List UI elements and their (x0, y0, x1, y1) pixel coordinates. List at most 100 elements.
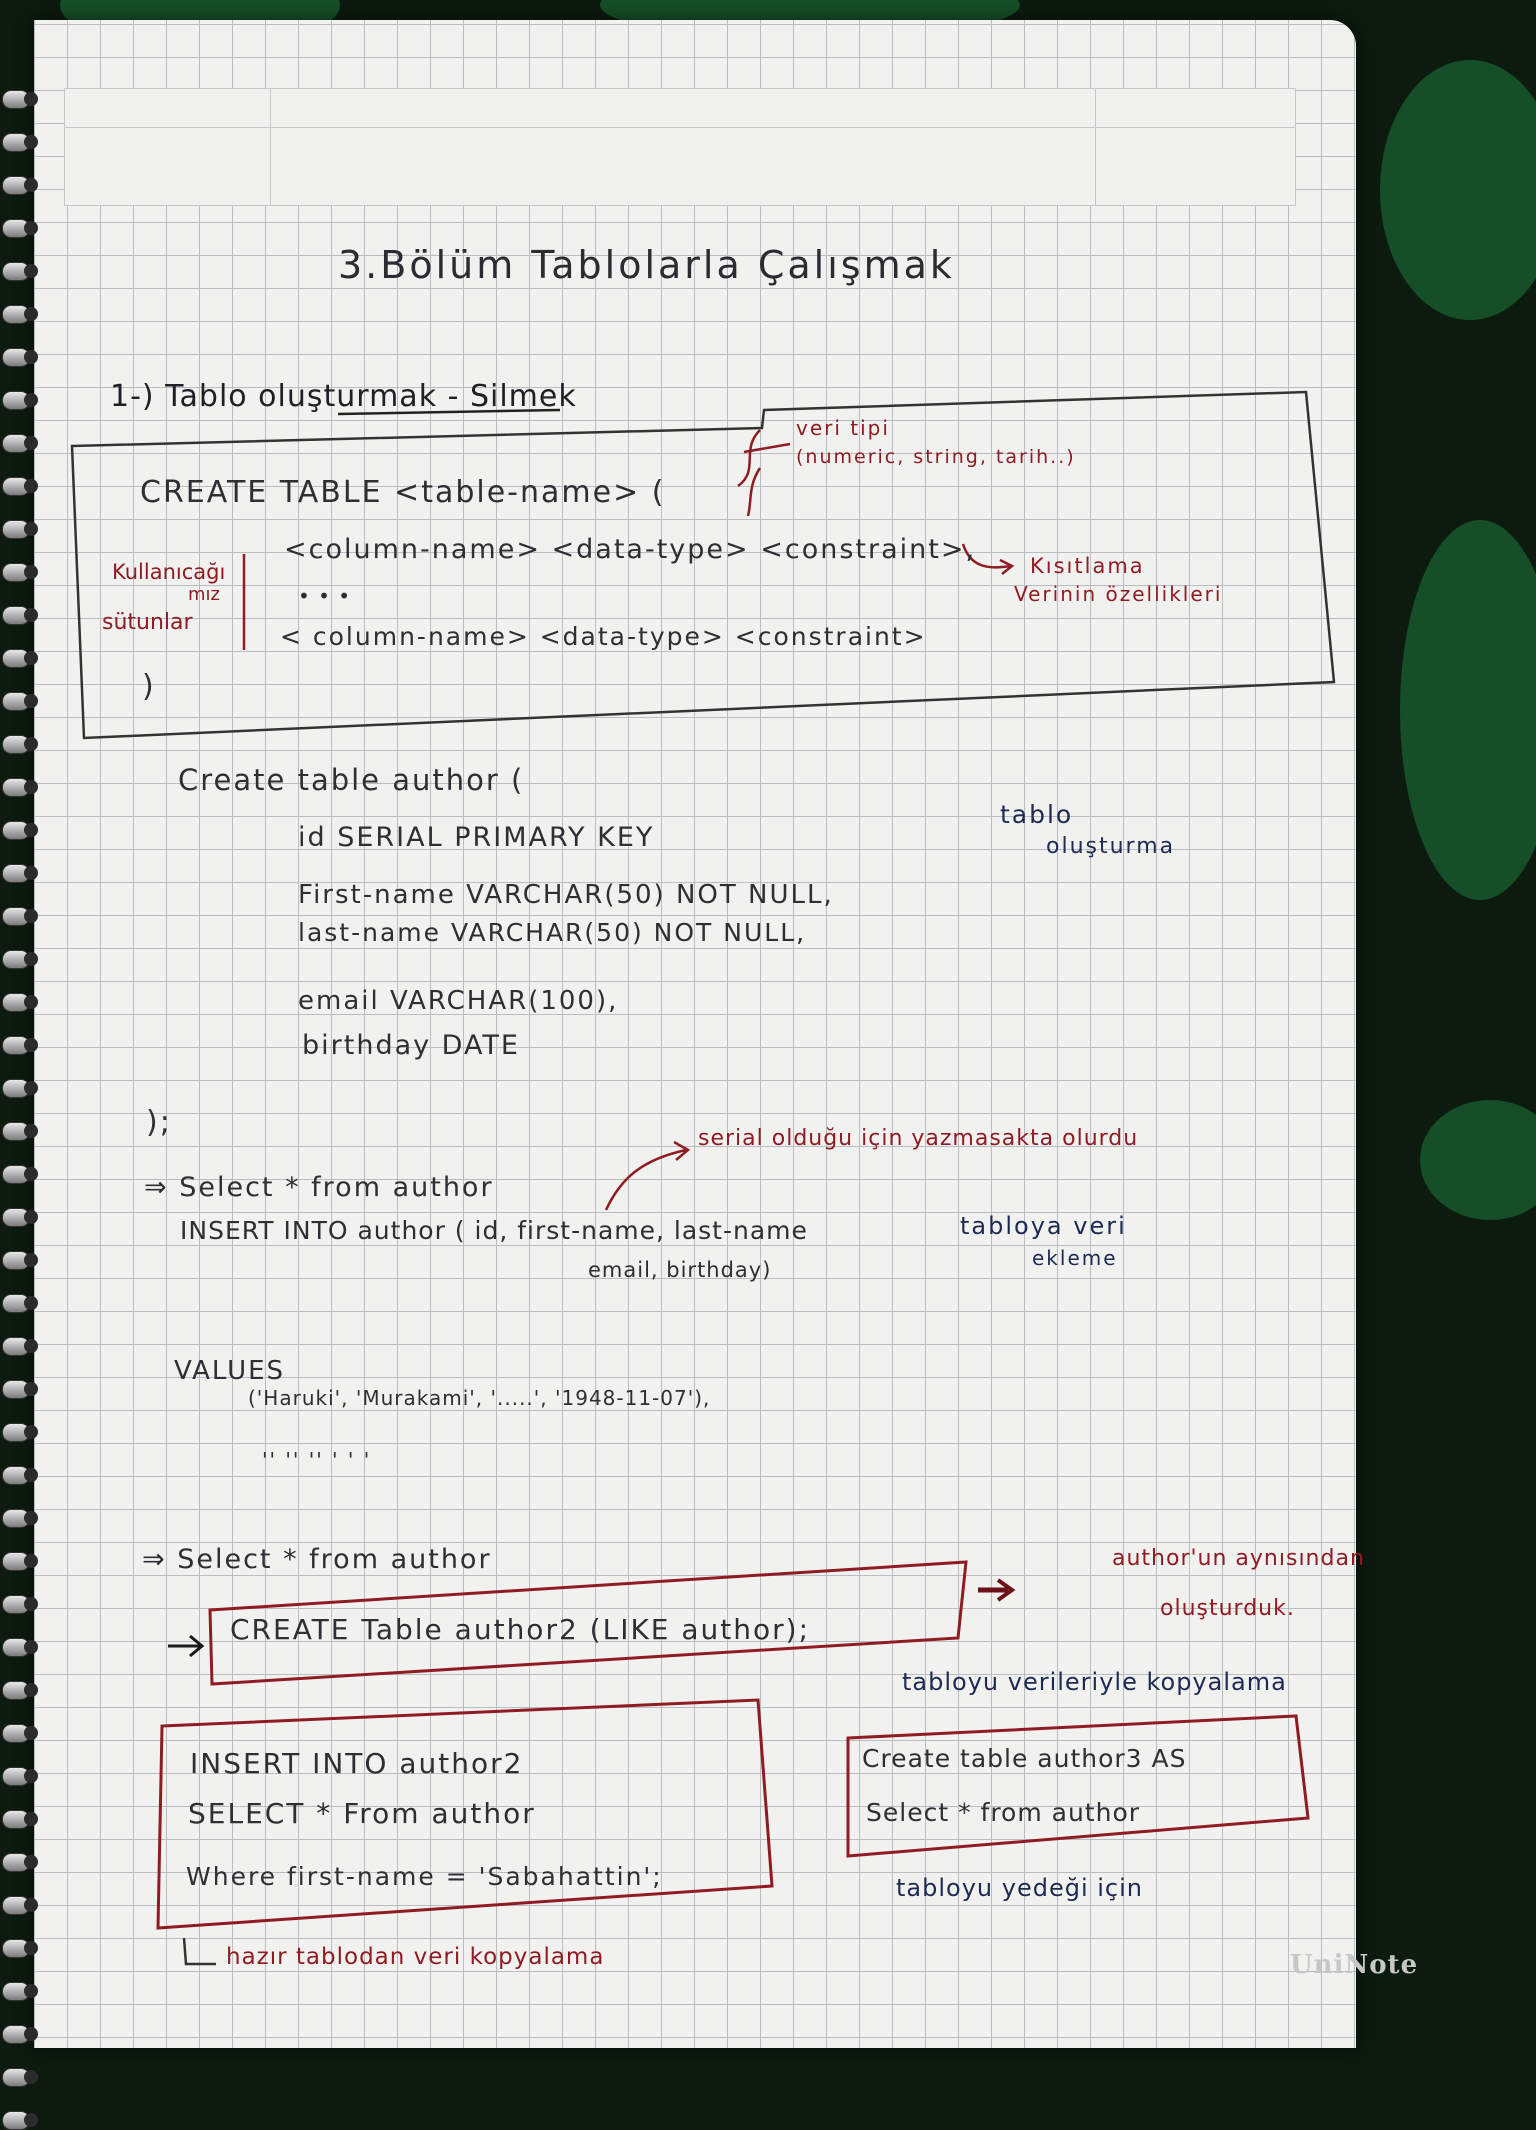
column-definition-line2: < column-name> <data-type> <constraint> (280, 622, 927, 651)
insert-note-line1: tabloya veri (960, 1212, 1127, 1240)
datatype-note-line1: veri tipi (796, 416, 890, 440)
spiral-hole (24, 221, 38, 235)
like-copy-frame (168, 1560, 1016, 1686)
spiral-hole (24, 1726, 38, 1740)
chapter-title: 3.Bölüm Tablolarla Çalışmak (338, 243, 955, 287)
spiral-hole (24, 1855, 38, 1869)
spiral-hole (24, 565, 38, 579)
spiral-hole (24, 1339, 38, 1353)
spiral-hole (24, 1898, 38, 1912)
spiral-hole (24, 479, 38, 493)
side-label-line2: mız (188, 584, 220, 605)
spiral-hole (24, 1812, 38, 1826)
copy-with-data-line2: Select * from author (866, 1798, 1141, 1827)
spiral-hole (24, 1511, 38, 1525)
spiral-hole (24, 393, 38, 407)
like-copy-note-line1: author'un aynısından (1112, 1546, 1365, 1571)
field-first-name: First-name VARCHAR(50) NOT NULL, (298, 880, 834, 910)
copy-with-data-line1: Create table author3 AS (862, 1744, 1187, 1773)
field-birthday: birthday DATE (302, 1030, 520, 1061)
values-row: ('Haruki', 'Murakami', '.....', '1948-11… (248, 1386, 711, 1410)
spiral-hole (24, 1769, 38, 1783)
spiral-hole (24, 92, 38, 106)
notebook-page (34, 20, 1356, 2048)
serial-note: serial olduğu için yazmasakta olurdu (698, 1126, 1139, 1151)
spiral-hole (24, 1941, 38, 1955)
values-ditto-row: '' '' '' ' ' ' (262, 1448, 372, 1472)
spiral-hole (24, 1382, 38, 1396)
spiral-hole (24, 307, 38, 321)
datatype-note-line2: (numeric, string, tarih..) (796, 446, 1076, 468)
create-note-line1: tablo (1000, 800, 1074, 829)
spiral-hole (24, 436, 38, 450)
create-author-open: Create table author ( (178, 763, 525, 797)
copy-with-data-caption: tabloyu yedeği için (896, 1874, 1143, 1902)
create-table-syntax: CREATE TABLE <table-name> ( (140, 475, 666, 510)
copy-with-data-heading: tabloyu verileriyle kopyalama (902, 1668, 1287, 1696)
spiral-hole (24, 1554, 38, 1568)
spiral-hole (24, 1038, 38, 1052)
spiral-hole (24, 1081, 38, 1095)
insert-select-line2: SELECT * From author (188, 1797, 536, 1830)
field-last-name: last-name VARCHAR(50) NOT NULL, (298, 918, 807, 947)
spiral-hole (24, 2070, 38, 2084)
spiral-hole (24, 350, 38, 364)
uninote-watermark: UniNote (1290, 1950, 1419, 1980)
side-label-line1: Kullanıcağı (112, 560, 226, 584)
spiral-hole (24, 737, 38, 751)
create-note-line2: oluşturma (1046, 834, 1176, 859)
spiral-hole (24, 1468, 38, 1482)
spiral-hole (24, 1640, 38, 1654)
insert-select-caption: hazır tablodan veri kopyalama (226, 1944, 605, 1970)
spiral-hole (24, 1210, 38, 1224)
field-email: email VARCHAR(100), (298, 986, 619, 1016)
spiral-hole (24, 135, 38, 149)
spiral-hole (24, 2113, 38, 2127)
spiral-hole (24, 1124, 38, 1138)
ellipsis: • • • (298, 584, 352, 608)
syntax-close-paren: ) (142, 669, 156, 704)
spiral-hole (24, 1683, 38, 1697)
insert-note-line2: ekleme (1032, 1246, 1118, 1270)
spiral-hole (24, 866, 38, 880)
syntax-box-frame (70, 390, 1336, 740)
spiral-hole (24, 694, 38, 708)
spiral-hole (24, 178, 38, 192)
spiral-hole (24, 823, 38, 837)
spiral-hole (24, 1253, 38, 1267)
serial-note-arrow (604, 1140, 691, 1211)
spiral-hole (24, 1167, 38, 1181)
insert-select-frame (156, 1698, 774, 1966)
insert-select-line3: Where first-name = 'Sabahattin'; (186, 1862, 663, 1891)
spiral-hole (24, 2027, 38, 2041)
side-label-line3: sütunlar (102, 610, 193, 635)
insert-statement-line2: email, birthday) (588, 1258, 772, 1282)
spiral-hole (24, 1984, 38, 1998)
section-heading: 1-) Tablo oluşturmak - Silmek (110, 379, 577, 414)
spiral-hole (24, 1597, 38, 1611)
field-id: id SERIAL PRIMARY KEY (298, 822, 655, 853)
like-copy-statement: CREATE Table author2 (LIKE author); (230, 1613, 811, 1646)
select-statement-2: ⇒ Select * from author (142, 1544, 492, 1575)
create-author-close: ); (146, 1105, 172, 1140)
page-header-band (64, 88, 1296, 206)
spiral-hole (24, 952, 38, 966)
spiral-hole (24, 264, 38, 278)
like-copy-note-line2: oluşturduk. (1160, 1596, 1295, 1621)
values-keyword: VALUES (174, 1356, 286, 1386)
spiral-hole (24, 995, 38, 1009)
column-definition-line1: <column-name> <data-type> <constraint>, (284, 534, 977, 565)
constraint-note-line1: Kısıtlama (1030, 554, 1145, 578)
insert-statement-line1: INSERT INTO author ( id, first-name, las… (180, 1216, 808, 1245)
spiral-hole (24, 780, 38, 794)
spiral-hole (24, 909, 38, 923)
copy-with-data-frame (846, 1714, 1310, 1858)
spiral-hole (24, 522, 38, 536)
select-statement-1: ⇒ Select * from author (144, 1172, 494, 1203)
spiral-hole (24, 1425, 38, 1439)
spiral-hole (24, 608, 38, 622)
spiral-hole (24, 651, 38, 665)
insert-select-line1: INSERT INTO author2 (190, 1747, 524, 1780)
constraint-note-line2: Verinin özellikleri (1014, 582, 1223, 606)
spiral-hole (24, 1296, 38, 1310)
